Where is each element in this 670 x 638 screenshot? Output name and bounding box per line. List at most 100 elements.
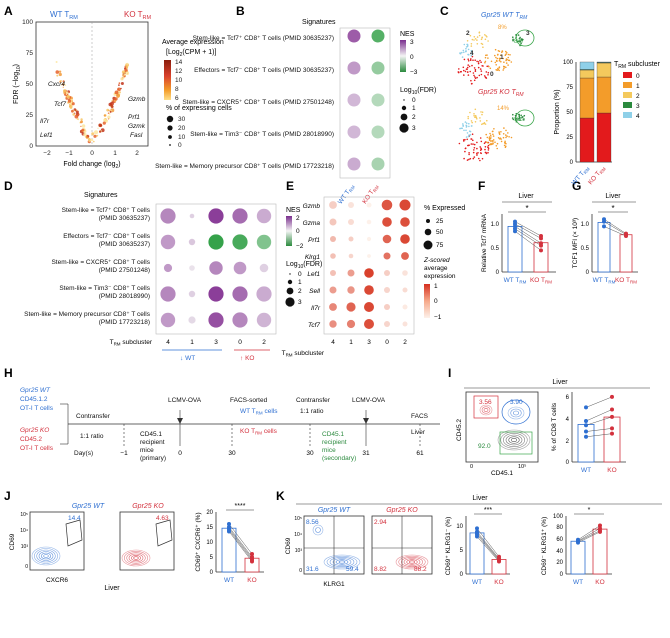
umap-cell: [476, 154, 478, 156]
k1-pair-line: [476, 536, 500, 562]
umap-cell: [496, 57, 499, 60]
b-dot: [347, 29, 361, 43]
k-title: Liver: [472, 495, 488, 502]
volcano-point: [62, 83, 64, 86]
umap-cell: [486, 54, 488, 56]
umap-cell: [484, 34, 486, 36]
umap-cell: [470, 138, 473, 140]
e-dot: [400, 217, 410, 227]
d-dot: [160, 234, 176, 250]
e-col: 1: [349, 339, 353, 346]
umap-cell: [479, 120, 482, 122]
umap-cell: [522, 116, 524, 118]
umap-cell: [466, 132, 469, 134]
k-xlabel: KLRG1: [323, 581, 345, 588]
volcano-point: [125, 71, 130, 75]
umap-cell: [474, 38, 477, 40]
umap-cell: [486, 141, 489, 144]
c-ytick: 75: [566, 85, 573, 91]
volcano-point: [123, 73, 126, 76]
h-contransfer1: Contransfer: [76, 413, 111, 420]
e-dot: [402, 270, 408, 276]
umap-cell: [494, 141, 496, 143]
j-plot: [221, 522, 260, 573]
d-nes-title: NES: [286, 207, 301, 214]
umap-cell: [503, 144, 506, 147]
c-legend-swatch: [623, 82, 632, 88]
d-row-label: Stem-like = CXCR5⁺ CD8⁺ T cells: [51, 259, 150, 266]
umap-cell: [480, 148, 483, 151]
h-wt-line2: CD45.1.2: [20, 396, 48, 403]
f-pair-line: [514, 223, 542, 239]
umap-cell: [494, 54, 496, 57]
j-flow-contour: [33, 548, 58, 564]
volcano-point: [60, 80, 62, 82]
umap-cell: [477, 61, 480, 63]
umap-cell: [520, 114, 522, 117]
b-fdr-title: Log10(FDR): [400, 87, 436, 96]
umap-cell: [461, 51, 463, 54]
umap-cell: [486, 36, 488, 38]
umap-cell: [480, 73, 483, 76]
umap-cell: [492, 139, 495, 141]
j-xcat-wt: WT: [224, 577, 234, 584]
k-flow-contour: [403, 558, 421, 566]
i-bar-ylabel: % of CD8 T cells: [551, 402, 558, 451]
f-point-ko: [539, 248, 543, 253]
volcano-point: [123, 75, 126, 78]
k-flow-contour: [332, 558, 352, 566]
size-legend-dot: [168, 135, 172, 139]
h-ko-line1: Gpr25 KO: [20, 427, 49, 434]
k-flow-contour: [323, 554, 361, 570]
d-dots: [160, 208, 272, 328]
umap-cell: [479, 59, 481, 62]
h-lcmv2: LCMV-OVA: [352, 397, 386, 404]
f-ytick: 0: [496, 270, 500, 276]
volcano-point: [114, 90, 119, 95]
b-col-wt: WT TRM: [337, 183, 356, 206]
j-flow-contour: [31, 546, 61, 566]
umap-cell: [473, 114, 475, 117]
umap-cell: [474, 70, 477, 72]
umap-cell: [481, 43, 484, 45]
g-pair-line: [603, 226, 627, 237]
i-point-ko: [610, 414, 614, 419]
i-flow-contour: [510, 437, 517, 442]
e-dot: [383, 252, 391, 260]
umap-cell: [487, 40, 489, 42]
umap-cell: [465, 50, 467, 52]
umap-cell: [471, 121, 474, 124]
k-ytick: 0: [299, 568, 302, 574]
k-ytick: 10³: [295, 548, 303, 554]
c-stack-segment-wt: [579, 117, 595, 163]
d-ko-label: ↑ KO: [240, 355, 254, 362]
j-bar-ytick: 5: [210, 555, 214, 561]
umap-cluster-num: 0: [490, 71, 494, 78]
umap-cell: [466, 159, 469, 161]
umap-cell: [462, 125, 465, 127]
e-dot: [366, 236, 372, 242]
k-flow-contour: [406, 559, 418, 565]
k1-pair-line: [476, 533, 500, 560]
volcano-point: [125, 63, 129, 67]
umap-cell: [500, 54, 502, 56]
d-dot: [208, 312, 224, 328]
k-flow-contour: [312, 524, 324, 536]
k-bar2-ytick: 60: [556, 537, 563, 543]
b-grid-frame: [339, 27, 391, 179]
umap-cell: [507, 64, 509, 66]
umap-cell: [484, 148, 486, 151]
color-tick: 12: [175, 68, 183, 75]
k-bar1-xcat-wt: WT: [472, 579, 482, 586]
umap-cell: [468, 158, 470, 161]
umap-cell: [500, 60, 502, 63]
umap-ko: [458, 108, 526, 162]
umap-cell: [495, 69, 498, 71]
umap-cell: [474, 59, 477, 61]
h-rec2-4: (secondary): [322, 455, 356, 462]
gene-label-prf1: Prf1: [128, 114, 140, 121]
volcano-point: [62, 80, 65, 83]
umap-cell: [505, 134, 507, 136]
b-fdr-dot: [401, 105, 407, 111]
